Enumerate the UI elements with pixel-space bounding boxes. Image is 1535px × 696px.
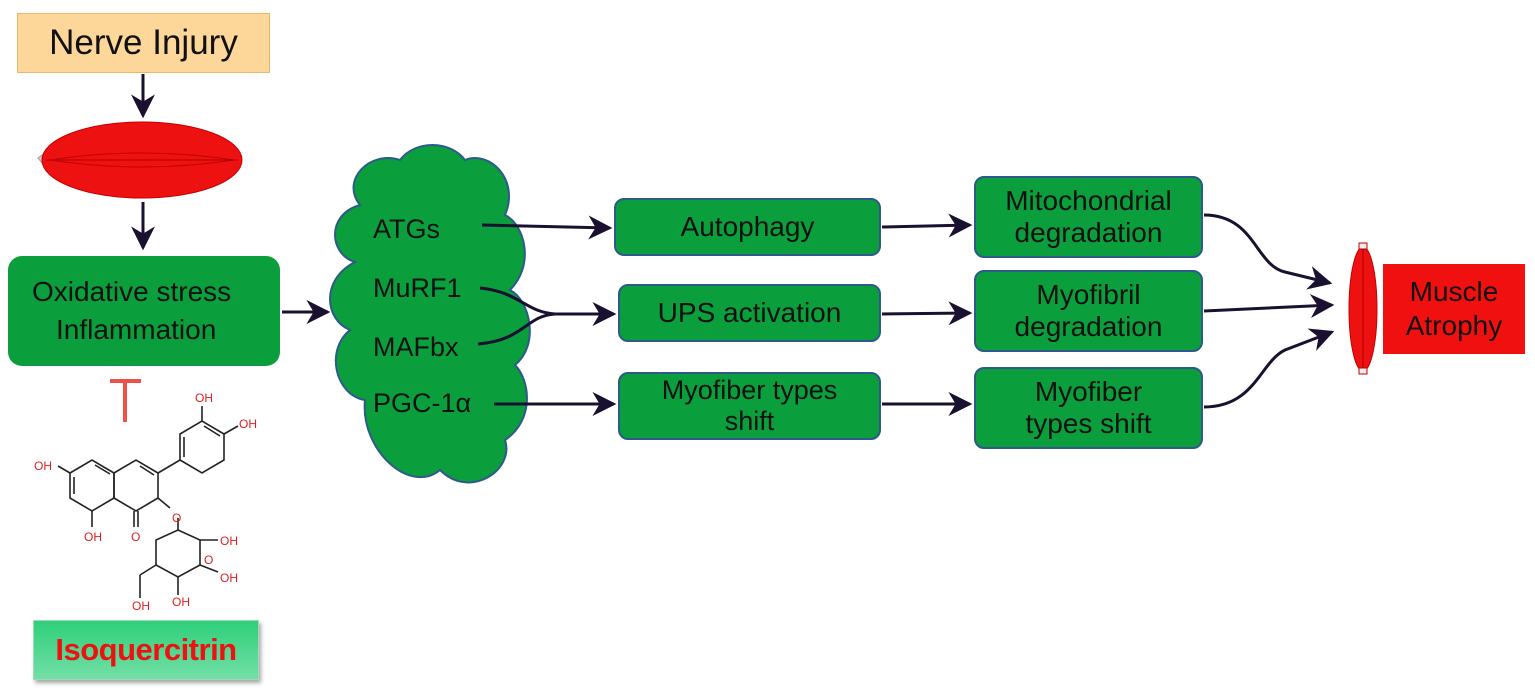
myofibril-degradation-box: Myofibril degradation — [974, 270, 1203, 352]
ups-activation-label: UPS activation — [657, 296, 842, 328]
svg-text:OH: OH — [132, 599, 150, 613]
arrow-autophagy-to-mito — [881, 213, 973, 238]
muscle-atrophy-box: Muscle Atrophy — [1383, 264, 1525, 354]
nerve-injury-box: Nerve Injury — [17, 13, 270, 73]
arrow-ups-to-myofibril — [881, 301, 973, 326]
mitochondrial-degradation-label: Mitochondrial degradation — [1005, 184, 1172, 248]
nerve-injury-label: Nerve Injury — [49, 23, 238, 62]
isoquercitrin-label: Isoquercitrin — [55, 632, 237, 667]
gene-murf1: MuRF1 — [373, 273, 462, 303]
gene-atgs: ATGs — [373, 214, 440, 244]
inflammation-label: Inflammation — [56, 314, 217, 345]
oxidative-stress-label: Oxidative stress — [32, 276, 232, 307]
svg-text:OH: OH — [172, 595, 190, 609]
myofiber-shift-outcome-label: Myofiber types shift — [1025, 375, 1152, 439]
muscle-spindle-icon — [37, 121, 243, 199]
myofibril-degradation-label: Myofibril degradation — [1014, 278, 1163, 342]
arrow-atgs-to-autophagy — [481, 215, 613, 240]
svg-text:OH: OH — [220, 571, 238, 585]
gene-cloud-shape — [329, 144, 531, 484]
svg-text:OH: OH — [195, 391, 213, 405]
gene-pgc1a: PGC-1α — [373, 388, 472, 418]
inhibition-icon — [110, 379, 141, 422]
atrophied-muscle-icon — [1348, 242, 1378, 375]
arrow-shift-to-atrophy — [1203, 328, 1335, 409]
autophagy-label: Autophagy — [680, 210, 815, 242]
muscle-atrophy-label: Muscle Atrophy — [1405, 276, 1503, 341]
svg-text:OH: OH — [239, 417, 257, 431]
svg-text:OH: OH — [220, 534, 238, 548]
svg-text:OH: OH — [84, 530, 102, 544]
autophagy-box: Autophagy — [614, 198, 881, 256]
myofiber-shift-outcome-box: Myofiber types shift — [974, 367, 1203, 449]
arrow-mafbx-to-ups — [477, 312, 556, 346]
svg-text:O: O — [204, 553, 213, 567]
oxidative-stress-box: Oxidative stress Inflammation — [8, 256, 280, 366]
myofiber-shift-process-box: Myofiber types shift — [618, 372, 881, 440]
mitochondrial-degradation-box: Mitochondrial degradation — [974, 176, 1203, 258]
svg-text:OH: OH — [34, 459, 52, 473]
arrow-myofibril-to-atrophy — [1203, 294, 1335, 318]
svg-text:O: O — [131, 530, 140, 544]
myofiber-shift-process-label: Myofiber types shift — [661, 374, 838, 436]
svg-text:O: O — [172, 511, 181, 525]
isoquercitrin-box: Isoquercitrin — [33, 620, 259, 680]
ups-activation-box: UPS activation — [618, 284, 881, 342]
gene-mafbx: MAFbx — [373, 332, 459, 362]
isoquercitrin-structure — [57, 406, 239, 598]
isoquercitrin-labels: OH OH OH OH O O O OH OH OH OH — [34, 391, 257, 613]
arrow-mito-to-atrophy — [1203, 213, 1333, 290]
